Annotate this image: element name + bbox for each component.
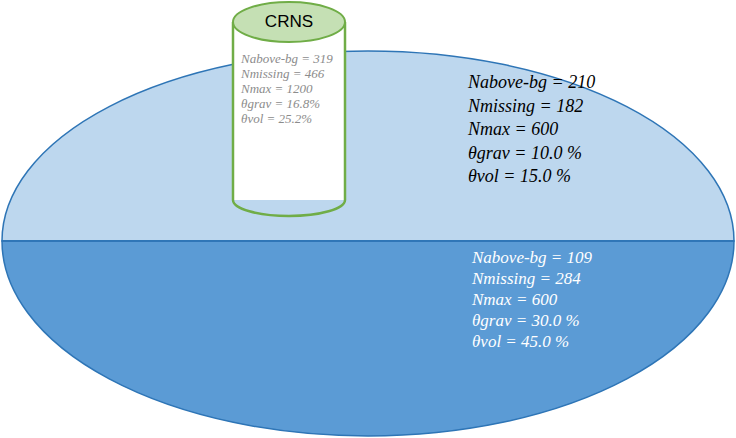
value-line: Nmax = 600 xyxy=(472,289,592,310)
value-line: Nabove-bg = 319 xyxy=(241,51,333,66)
value-line: θvol = 15.0 % xyxy=(468,165,595,189)
value-line: Nabove-bg = 109 xyxy=(472,247,592,268)
value-line: Nmax = 600 xyxy=(468,118,595,142)
value-line: θgrav = 16.8% xyxy=(241,96,333,111)
value-line: Nmax = 1200 xyxy=(241,81,333,96)
text-column: Nabove-bg = 210Nmissing = 182Nmax = 600θ… xyxy=(468,71,595,189)
lower-soil-layer: Nabove-bg = 109Nmissing = 284Nmax = 600θ… xyxy=(2,241,734,436)
text-column: Nabove-bg = 109Nmissing = 284Nmax = 600θ… xyxy=(472,247,592,352)
value-line: θgrav = 30.0 % xyxy=(472,310,592,331)
lower-soil-layer-outline xyxy=(2,241,734,436)
value-line: θvol = 45.0 % xyxy=(472,331,592,352)
text-column: CRNS xyxy=(232,10,346,34)
value-line: θvol = 25.2% xyxy=(241,111,333,126)
value-line: Nmissing = 182 xyxy=(468,95,595,119)
upper-soil-layer-outline xyxy=(2,51,734,241)
crns-sensor: CRNS Nabove-bg = 319Nmissing = 466Nmax = … xyxy=(232,1,346,219)
value-line: Nmissing = 466 xyxy=(241,66,333,81)
value-line: θgrav = 10.0 % xyxy=(468,142,595,166)
sensor-label: CRNS xyxy=(232,10,346,34)
text-column: Nabove-bg = 319Nmissing = 466Nmax = 1200… xyxy=(241,51,333,126)
value-line: Nmissing = 284 xyxy=(472,268,592,289)
value-line: Nabove-bg = 210 xyxy=(468,71,595,95)
upper-soil-layer: Nabove-bg = 210Nmissing = 182Nmax = 600θ… xyxy=(2,51,734,241)
